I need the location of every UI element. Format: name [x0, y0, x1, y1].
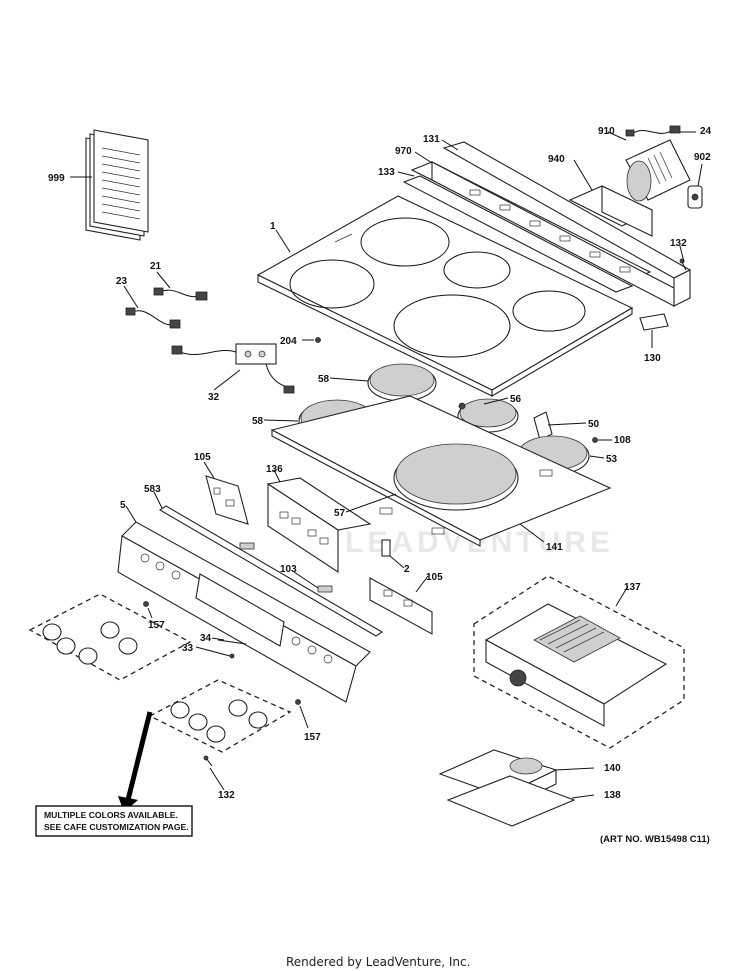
- callout-902: 902: [694, 152, 711, 163]
- callout-132-bottom: 132: [218, 790, 235, 801]
- part-137-power-board: [473, 575, 685, 749]
- note-arrow: [118, 711, 153, 812]
- callout-910: 910: [598, 126, 615, 137]
- callout-58-rear: 58: [318, 374, 330, 385]
- part-32-harness: [171, 343, 295, 394]
- part-57-coil-large: [393, 443, 519, 511]
- note-line-2: SEE CAFE CUSTOMIZATION PAGE.: [44, 822, 189, 832]
- part-583-trim: [158, 505, 384, 637]
- callout-1: 1: [270, 221, 276, 232]
- callout-108: 108: [614, 435, 631, 446]
- part-204-screw: [315, 337, 321, 343]
- part-136-display: [266, 477, 372, 574]
- note-line-1: MULTIPLE COLORS AVAILABLE.: [44, 810, 178, 820]
- art-number: (ART NO. WB15498 C11): [600, 834, 710, 845]
- part-940-bracket: [568, 185, 654, 237]
- callout-132-top: 132: [670, 238, 687, 249]
- callout-50: 50: [588, 419, 600, 430]
- callout-34: 34: [200, 633, 212, 644]
- callout-137: 137: [624, 582, 641, 593]
- callout-5: 5: [120, 500, 126, 511]
- callout-583: 583: [144, 484, 161, 495]
- part-902-motor: [687, 185, 703, 209]
- part-24-wire: [625, 125, 681, 137]
- callout-56: 56: [510, 394, 522, 405]
- callout-999: 999: [48, 173, 65, 184]
- callout-141: 141: [546, 542, 563, 553]
- part-105-board-right: [369, 577, 433, 635]
- callout-138: 138: [604, 790, 621, 801]
- callout-131: 131: [423, 134, 440, 145]
- part-5-control-panel: [117, 521, 371, 703]
- callout-57: 57: [334, 508, 346, 519]
- part-56-coil-small: [457, 398, 519, 433]
- part-50-bracket: [533, 411, 553, 441]
- leader-lines: [70, 131, 703, 799]
- part-130-clip: [639, 313, 669, 331]
- callout-157-left: 157: [148, 620, 165, 631]
- callout-21: 21: [150, 261, 162, 272]
- callout-58-left: 58: [252, 416, 264, 427]
- part-2-connector: [381, 539, 391, 557]
- part-157-screws: [143, 601, 301, 705]
- callout-204: 204: [280, 336, 297, 347]
- knob-group-right: [148, 679, 292, 753]
- callouts: 999 970 131 133 910 24 940 902 1 132 21 …: [48, 126, 712, 801]
- callout-32: 32: [208, 392, 220, 403]
- part-999-manual: [85, 129, 149, 241]
- callout-2: 2: [404, 564, 410, 575]
- callout-940: 940: [548, 154, 565, 165]
- knob-group-left: [28, 593, 192, 681]
- callout-103: 103: [280, 564, 297, 575]
- callout-136: 136: [266, 464, 283, 475]
- part-1-cooktop: [256, 195, 634, 397]
- callout-970: 970: [395, 146, 412, 157]
- callout-130: 130: [644, 353, 661, 364]
- part-58-coil-rear: [367, 363, 437, 402]
- part-138-shield: [446, 775, 576, 827]
- callout-23: 23: [116, 276, 128, 287]
- callout-140: 140: [604, 763, 621, 774]
- callout-24: 24: [700, 126, 712, 137]
- callout-157-right: 157: [304, 732, 321, 743]
- part-21-harness: [153, 287, 208, 301]
- part-910-blower: [625, 139, 691, 202]
- part-105-board-left: [205, 475, 249, 525]
- callout-53: 53: [606, 454, 618, 465]
- callout-133: 133: [378, 167, 395, 178]
- callout-105-right: 105: [426, 572, 443, 583]
- part-23-harness: [125, 307, 181, 329]
- part-108-screw: [592, 437, 598, 443]
- part-132-screw-bottom: [203, 755, 213, 767]
- callout-33: 33: [182, 643, 194, 654]
- footer-credit: Rendered by LeadVenture, Inc.: [286, 955, 470, 969]
- note-box: MULTIPLE COLORS AVAILABLE. SEE CAFE CUST…: [35, 805, 193, 837]
- callout-105-left: 105: [194, 452, 211, 463]
- part-133-970-131-trim: [402, 141, 692, 307]
